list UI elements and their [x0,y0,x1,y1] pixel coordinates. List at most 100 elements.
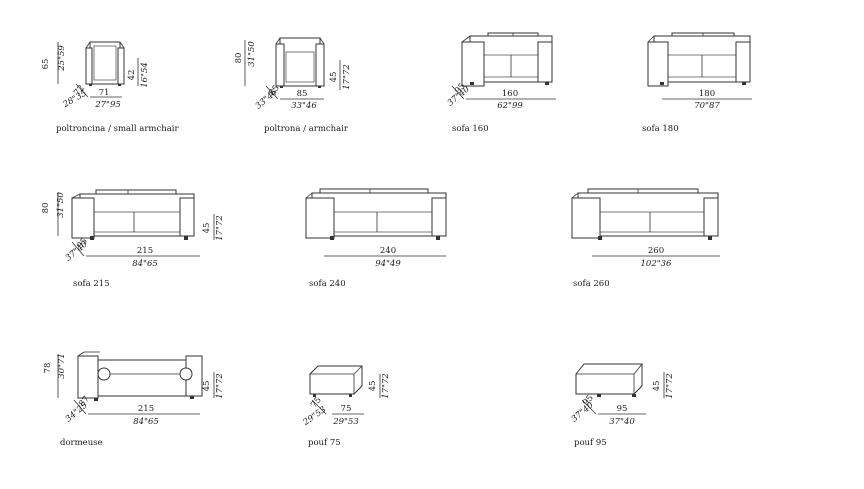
height-inch: 31"50 [56,192,66,218]
item-sofa-160: 160 62"99 95 37"40 sofa 160 [446,32,556,134]
seat-dimension: 45 17"72 [329,60,352,90]
width-dimension: 95 37"40 [598,404,646,427]
height-inch: 25"59 [57,45,67,72]
item-sofa-215: 80 31"50 45 17"72 215 84"65 95 37"40 sof… [41,189,225,289]
dormeuse-drawing [77,351,203,401]
width-dimension: 180 70"87 [662,89,752,111]
width-dimension: 240 94"49 [324,246,446,269]
width-dimension: 75 29"53 [332,404,364,427]
height-dimension: 80 31"50 [41,192,66,236]
width-cm: 215 [138,404,154,414]
width-cm: 160 [502,89,518,99]
pouf-75-drawing [309,365,363,397]
sofa-240-drawing [305,188,447,240]
width-dimension: 260 102"36 [592,246,720,269]
seat-height-cm: 45 [652,381,662,392]
width-dimension: 85 33"46 [280,89,324,111]
width-inch: 70"87 [694,101,720,111]
seat-dimension: 45 17"72 [652,372,675,399]
height-inch: 30"71 [57,353,67,379]
left-bolster-cushion [97,367,111,381]
seat-height-inch: 17"72 [381,373,391,399]
width-inch: 94"49 [375,259,401,269]
width-inch: 29"53 [332,417,359,427]
product-label: poltrona / armchair [264,124,349,134]
width-inch: 102"36 [641,259,673,269]
width-cm: 95 [617,404,628,414]
product-label: sofa 160 [452,124,489,134]
product-label: sofa 215 [73,279,110,289]
product-label: sofa 240 [309,279,346,289]
width-cm: 260 [648,246,664,256]
depth-dimension: 75 29"53 [301,395,328,428]
width-inch: 33"46 [291,101,317,111]
sofa-160-drawing [461,32,553,87]
width-inch: 84"65 [132,259,158,269]
right-bolster-cushion [179,367,193,381]
depth-dimension: 95 37"40 [64,236,90,263]
height-cm: 80 [234,53,244,64]
depth-inch: 34"25 [64,400,90,424]
width-cm: 85 [297,89,308,99]
item-poltroncina: 65 25"59 42 16"54 71 27"95 72 28"35 polt… [41,41,179,134]
small-armchair-drawing [85,41,125,86]
seat-dimension: 45 17"72 [368,373,391,399]
height-dimension: 80 31"50 [234,40,257,86]
seat-height-cm: 45 [329,72,339,83]
seat-dimension: 42 16"54 [127,58,150,88]
pouf-95-drawing [575,363,643,397]
height-inch: 31"50 [247,41,257,67]
width-dimension: 215 84"65 [86,246,200,269]
product-label: dormeuse [60,438,103,448]
item-dormeuse: 78 30"71 45 17"72 215 84"65 87 34"25 dor… [43,351,225,448]
product-label: pouf 95 [574,438,607,448]
width-inch: 27"95 [94,100,121,110]
item-pouf-75: 45 17"72 75 29"53 75 29"53 pouf 75 [301,365,391,448]
seat-height-cm: 45 [202,223,212,234]
seat-height-cm: 42 [127,70,137,81]
width-cm: 240 [380,246,396,256]
depth-dimension: 72 28"35 [61,83,89,110]
depth-dimension: 87 34"25 [64,394,92,424]
armchair-drawing [275,37,325,88]
height-cm: 65 [41,59,51,70]
width-cm: 71 [99,88,110,98]
item-sofa-240: 240 94"49 sofa 240 [305,188,447,289]
depth-dimension: 85 33"46 [254,83,282,111]
seat-height-inch: 17"72 [215,215,225,241]
width-inch: 84"65 [133,417,159,427]
width-dimension: 71 27"95 [90,88,122,110]
seat-dimension: 45 17"72 [202,214,225,241]
height-dimension: 78 30"71 [43,353,67,398]
item-poltrona: 80 31"50 45 17"72 85 33"46 85 33"46 polt… [234,37,352,134]
seat-height-cm: 45 [202,381,212,392]
seat-dimension: 45 17"72 [202,372,225,399]
product-label: sofa 180 [642,124,679,134]
width-dimension: 160 62"99 [466,89,556,111]
product-label: poltroncina / small armchair [56,124,179,134]
seat-height-inch: 17"72 [665,373,675,399]
height-cm: 80 [41,203,51,214]
item-sofa-180: 180 70"87 sofa 180 [642,32,752,134]
height-dimension: 65 25"59 [41,42,67,84]
item-pouf-95: 45 17"72 95 37"40 95 37"40 pouf 95 [570,363,675,448]
depth-dimension: 95 37"40 [570,393,597,425]
width-cm: 75 [341,404,352,414]
product-label: sofa 260 [573,279,610,289]
width-inch: 37"40 [609,417,635,427]
product-label: pouf 75 [308,438,341,448]
seat-height-cm: 45 [368,381,378,392]
seat-height-inch: 17"72 [215,373,225,399]
height-cm: 78 [43,363,53,374]
sofa-260-drawing [571,188,719,240]
width-cm: 215 [137,246,153,256]
item-sofa-260: 260 102"36 sofa 260 [571,188,720,289]
width-dimension: 215 84"65 [88,404,200,427]
seat-height-inch: 16"54 [140,62,150,88]
width-inch: 62"99 [497,101,523,111]
sofa-215-drawing [71,189,195,240]
seat-height-inch: 17"72 [342,64,352,90]
sofa-180-drawing [647,32,751,87]
